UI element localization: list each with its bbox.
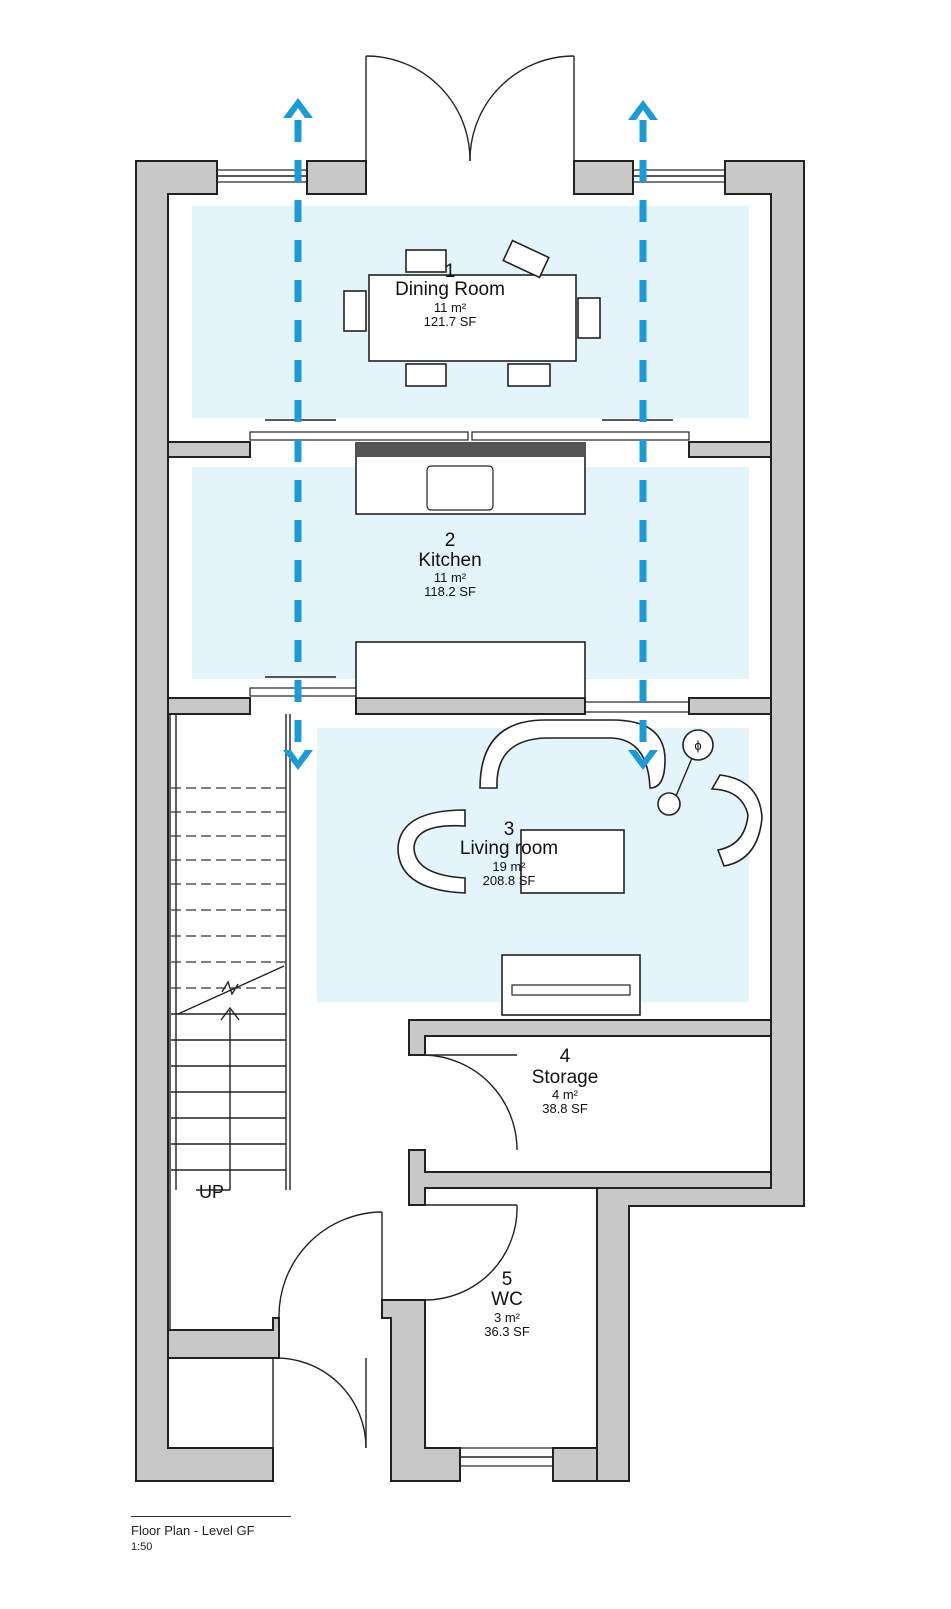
door-swing-icon xyxy=(424,1054,518,1151)
wall-partition-2-mid xyxy=(355,697,586,715)
room-name: Dining Room xyxy=(395,279,505,300)
room-name: Living room xyxy=(460,838,558,859)
wall-stair-lower xyxy=(167,1317,280,1359)
wall-wc-left xyxy=(381,1299,461,1482)
room-area-m2: 11 m² xyxy=(434,300,467,315)
drawing-title-block: Floor Plan - Level GF 1:50 xyxy=(131,1516,291,1553)
wall-top-right xyxy=(573,160,634,195)
sliding-door xyxy=(249,419,690,441)
room-area-sf: 121.7 SF xyxy=(424,314,477,329)
room-number: 1 xyxy=(445,261,456,282)
room-label-wc: 5 WC 3 m² 36.3 SF xyxy=(484,1269,530,1339)
chair xyxy=(502,239,550,279)
airflow-arrow-icon xyxy=(628,100,658,770)
room-area-sf: 36.3 SF xyxy=(484,1324,530,1339)
room-name: Kitchen xyxy=(418,550,481,571)
window-icon xyxy=(584,701,690,713)
chair xyxy=(343,290,367,332)
dining-table-set xyxy=(343,239,601,387)
room-name: Storage xyxy=(532,1067,599,1088)
wall-storage-bottom xyxy=(408,1149,772,1206)
room-area-m2: 4 m² xyxy=(552,1087,579,1102)
room-number: 2 xyxy=(445,530,456,551)
walls xyxy=(135,160,805,1482)
armchair xyxy=(710,774,763,867)
drawing-scale: 1:50 xyxy=(131,1541,153,1553)
lamp-symbol: ϕ xyxy=(694,738,701,753)
room-number: 4 xyxy=(560,1046,571,1067)
room-label-kitchen: 2 Kitchen 11 m² 118.2 SF xyxy=(418,530,481,599)
room-area-m2: 11 m² xyxy=(434,570,467,585)
wall-storage xyxy=(408,1019,772,1056)
wall-wc-bottom xyxy=(552,1447,598,1482)
lamp-icon xyxy=(682,729,714,761)
wall-partition-2-left xyxy=(167,697,251,715)
wall-top-left xyxy=(306,160,367,195)
coffee-table xyxy=(520,829,625,894)
airflow-arrow-icon xyxy=(283,98,313,770)
room-number: 5 xyxy=(502,1269,513,1290)
sofa xyxy=(479,719,666,789)
armchair xyxy=(397,809,466,894)
living-furniture: ϕ xyxy=(397,719,763,1016)
room-area-m2: 19 m² xyxy=(492,859,526,874)
room-label-living: 3 Living room 19 m² 208.8 SF xyxy=(460,819,558,888)
wall-partition-1-left xyxy=(167,441,251,458)
wall-partition-2-right xyxy=(688,697,772,715)
airflow-arrows xyxy=(283,98,658,770)
wall-partition-1-right xyxy=(688,441,772,458)
chair xyxy=(405,363,447,387)
room-area-sf: 208.8 SF xyxy=(483,873,536,888)
interior-lines xyxy=(169,714,291,1330)
drawing-title: Floor Plan - Level GF xyxy=(131,1523,255,1538)
stair-up-label: UP xyxy=(199,1182,224,1202)
chair xyxy=(577,297,601,339)
sink xyxy=(426,465,494,511)
kitchen-units xyxy=(355,442,586,699)
staircase: UP xyxy=(171,787,286,1202)
room-area-m2: 3 m² xyxy=(494,1310,521,1325)
room-label-storage: 4 Storage 4 m² 38.8 SF xyxy=(532,1046,599,1116)
room-area-sf: 118.2 SF xyxy=(424,584,476,599)
door-swing-icon xyxy=(272,1211,383,1449)
room-area-sf: 38.8 SF xyxy=(542,1101,588,1116)
room-label-dining: 1 Dining Room 11 m² 121.7 SF xyxy=(395,261,505,329)
door-swing-icon xyxy=(424,1204,518,1301)
kitchen-island xyxy=(355,641,586,699)
window-icon xyxy=(632,169,726,183)
door-swing-icon xyxy=(365,55,575,162)
chair xyxy=(405,249,447,273)
dining-table xyxy=(368,274,577,362)
chair xyxy=(507,363,551,387)
window-icon xyxy=(459,1447,554,1467)
room-number: 3 xyxy=(504,819,515,840)
side-table xyxy=(657,792,681,816)
room-name: WC xyxy=(491,1289,523,1310)
window-icon xyxy=(216,169,308,183)
windows xyxy=(216,169,726,1467)
